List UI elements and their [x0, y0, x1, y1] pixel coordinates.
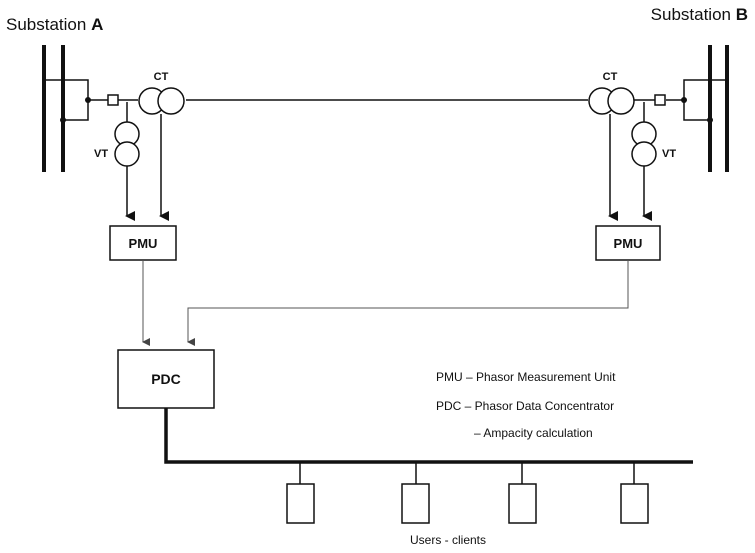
right-measurement-wires [608, 114, 652, 221]
ct-left-label: CT [154, 71, 169, 83]
substation-b-node [707, 117, 713, 123]
vt-left-label: VT [94, 148, 108, 160]
substation-b-title: Substation B [651, 5, 748, 24]
substation-a-busbars [42, 45, 65, 172]
client-box-4 [620, 483, 649, 524]
vt-left-symbol [114, 102, 140, 167]
pdc-label: PDC [151, 371, 181, 387]
client-drops [299, 462, 635, 484]
client-box-3 [508, 483, 537, 524]
substation-b-node-left [681, 97, 687, 103]
pmu-right-label: PMU [614, 236, 643, 251]
substation-a-node-right [85, 97, 91, 103]
vt-right-symbol [631, 102, 657, 167]
vt-right-label: VT [662, 148, 676, 160]
substation-b-disconnector [666, 79, 727, 121]
left-measurement-wires [125, 114, 169, 221]
ct-right-label: CT [603, 71, 618, 83]
ct-left-symbol [138, 87, 185, 115]
pmu-right-box [595, 225, 661, 261]
breaker-a [107, 94, 119, 106]
substation-b-busbars [708, 45, 729, 172]
substation-a-node [60, 117, 66, 123]
clients-label: Users - clients [410, 533, 486, 547]
substation-a-title: Substation A [6, 15, 103, 34]
legend-pdc: PDC – Phasor Data Concentrator [436, 399, 614, 413]
client-bus [164, 408, 693, 464]
legend-pmu: PMU – Phasor Measurement Unit [436, 370, 616, 384]
pmu-left-box [109, 225, 177, 261]
legend-ampacity: – Ampacity calculation [474, 426, 593, 440]
pmu-left-label: PMU [129, 236, 158, 251]
client-box-1 [286, 483, 315, 524]
pmu-to-pdc-links [142, 260, 629, 346]
substation-a-disconnector [44, 79, 108, 121]
client-box-2 [401, 483, 430, 524]
ct-right-symbol [588, 87, 635, 115]
breaker-b [654, 94, 666, 106]
